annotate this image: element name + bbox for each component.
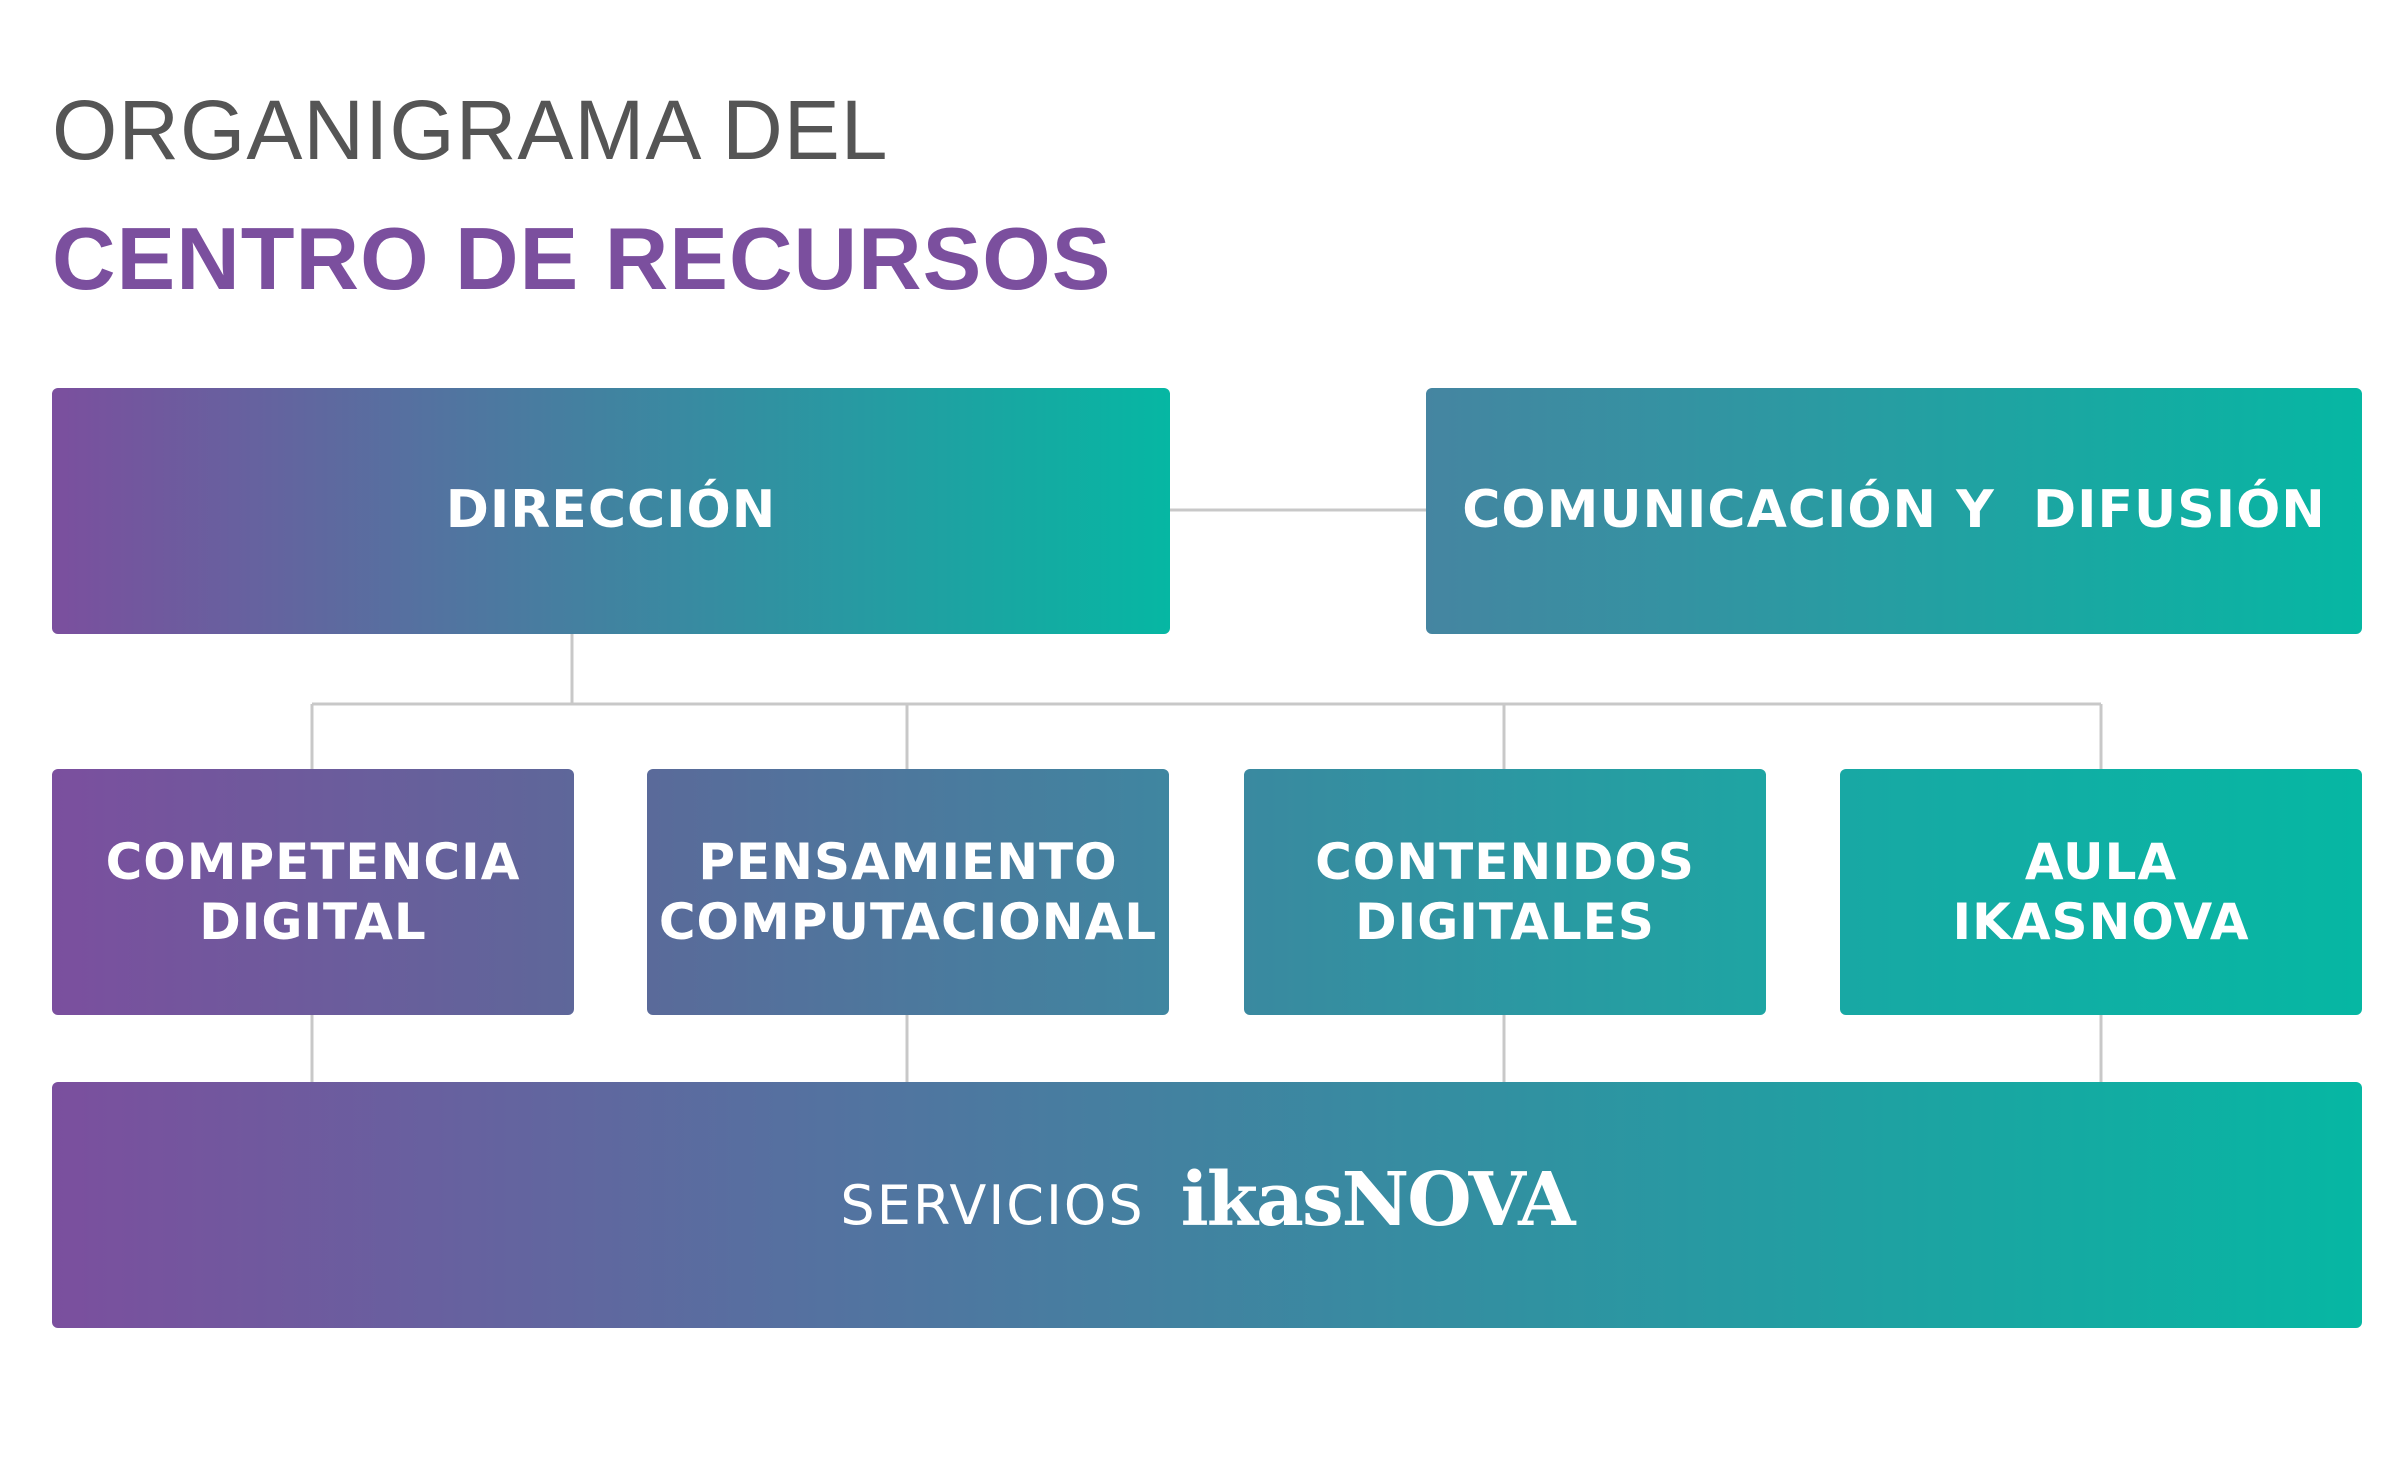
box-pensamiento-computacional-label: PENSAMIENTO COMPUTACIONAL — [658, 833, 1158, 951]
box-competencia-digital-label: COMPETENCIA DIGITAL — [105, 833, 521, 951]
box-direccion: DIRECCIÓN — [52, 388, 1170, 634]
box-aula-ikasnova-label: AULA IKASNOVA — [1952, 833, 2250, 951]
ikasnova-logo: ikasNOVA — [1180, 1157, 1576, 1243]
box-comunicacion-difusion-label: COMUNICACIÓN Y DIFUSIÓN — [1462, 480, 2326, 541]
box-comunicacion-difusion: COMUNICACIÓN Y DIFUSIÓN — [1426, 388, 2362, 634]
chart-title-line-1: ORGANIGRAMA DEL — [52, 83, 889, 177]
box-contenidos-digitales: CONTENIDOS DIGITALES — [1244, 769, 1766, 1015]
box-pensamiento-computacional: PENSAMIENTO COMPUTACIONAL — [647, 769, 1169, 1015]
box-servicios-label: SERVICIOS — [840, 1173, 1145, 1237]
chart-title-line-2: CENTRO DE RECURSOS — [52, 209, 1112, 308]
box-servicios-ikasnova: SERVICIOS ikasNOVA — [52, 1082, 2362, 1328]
box-direccion-label: DIRECCIÓN — [445, 480, 777, 541]
box-aula-ikasnova: AULA IKASNOVA — [1840, 769, 2362, 1015]
box-competencia-digital: COMPETENCIA DIGITAL — [52, 769, 574, 1015]
box-contenidos-digitales-label: CONTENIDOS DIGITALES — [1315, 833, 1695, 951]
